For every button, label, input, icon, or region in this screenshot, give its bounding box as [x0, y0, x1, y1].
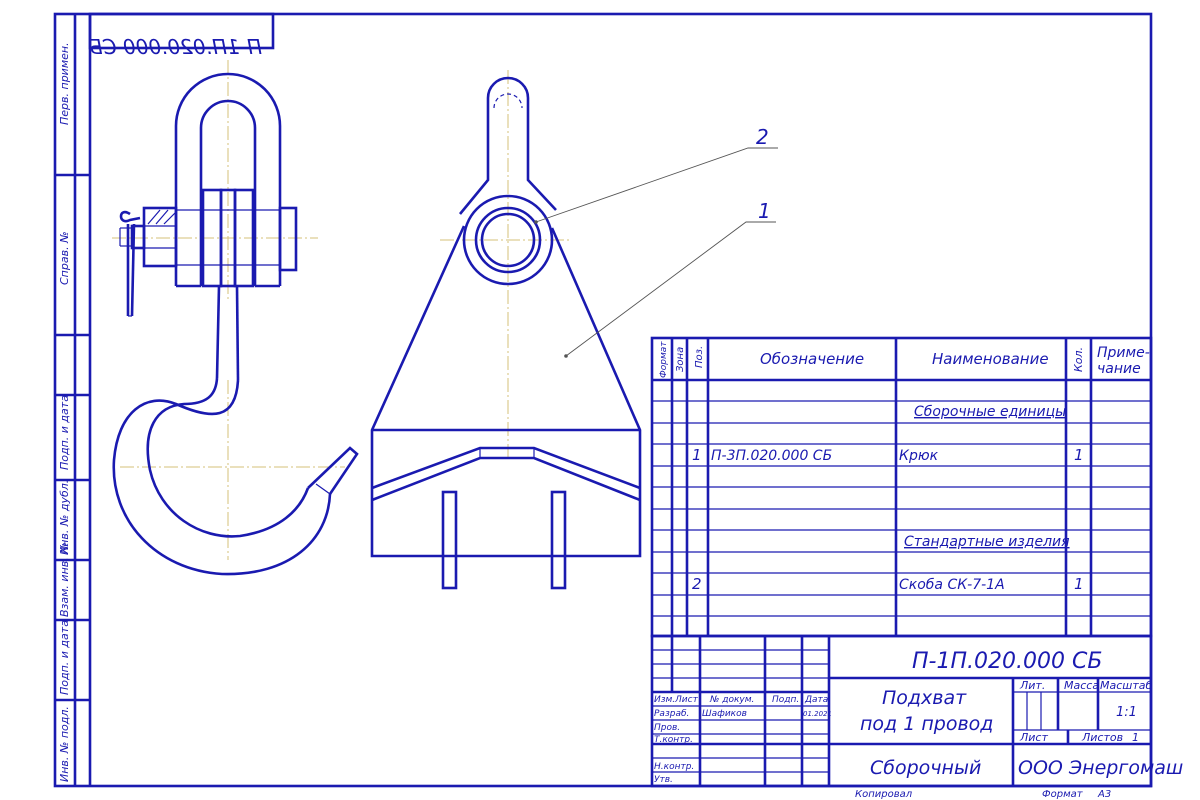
- row1-name: Крюк: [899, 448, 939, 464]
- header-format: Формат: [659, 341, 669, 378]
- tb-prov: Пров.: [654, 723, 680, 733]
- callout-1: 1: [758, 199, 771, 223]
- header-pos: Поз.: [694, 346, 705, 368]
- footer-format-label: Формат: [1042, 789, 1084, 800]
- spec-table: Формат Зона Поз. Обозначение Наименовани…: [650, 336, 1153, 638]
- mirrored-designation-box: П-1П.020.000 СБ: [88, 12, 275, 59]
- header-designation: Обозначение: [760, 350, 864, 368]
- tb-razrab: Разраб.: [654, 709, 689, 719]
- tb-massa: Масса: [1064, 679, 1099, 692]
- header-zone: Зона: [675, 347, 686, 372]
- tb-razrab-date: 01.2021: [803, 710, 832, 718]
- title-designation: П-1П.020.000 СБ: [912, 649, 1102, 674]
- side-label-podp-data-2: Подп. и дата: [58, 620, 71, 695]
- tb-listov-value: 1: [1132, 731, 1139, 744]
- tb-sign: Подп.: [772, 695, 799, 705]
- section-standard-items: Стандартные изделия: [904, 534, 1070, 550]
- tb-masshtab: Масштаб: [1100, 679, 1152, 692]
- side-label-sprav-no: Справ. №: [58, 231, 71, 285]
- side-label-vzam-inv: Взам. инв. №: [58, 542, 71, 617]
- hook-assembly-view: [112, 60, 359, 576]
- tb-company: ООО Энергомаш: [1018, 757, 1183, 779]
- row1-designation: П-3П.020.000 СБ: [711, 448, 832, 464]
- footer-format-value: А3: [1097, 789, 1111, 800]
- tb-date: Дата: [804, 695, 828, 705]
- mirrored-designation-text: П-1П.020.000 СБ: [89, 35, 262, 59]
- callouts: 2 1: [534, 125, 778, 358]
- header-note-2: чание: [1097, 361, 1141, 377]
- tb-list-label: Лист: [1019, 731, 1048, 744]
- tb-title-line1: Подхват: [882, 687, 967, 709]
- header-qty: Кол.: [1072, 347, 1085, 372]
- tb-izm: Изм.: [654, 695, 675, 705]
- bracket-view: [370, 70, 642, 590]
- tb-utv: Утв.: [654, 775, 673, 785]
- header-note-1: Приме-: [1097, 345, 1150, 361]
- header-name: Наименование: [932, 350, 1049, 368]
- callout-2: 2: [756, 125, 769, 149]
- section-assembly-units: Сборочные единицы: [914, 404, 1066, 420]
- side-label-inv-dubl: Инв. № дубл.: [58, 480, 71, 555]
- footer-kopiroval: Копировал: [855, 789, 913, 800]
- side-label-inv-podl: Инв. № подл.: [58, 706, 71, 782]
- row2-qty: 1: [1074, 575, 1084, 593]
- tb-list: Лист: [674, 695, 699, 705]
- tb-doc-type: Сборочный: [870, 757, 981, 779]
- row1-pos: 1: [692, 446, 702, 464]
- tb-scale-value: 1:1: [1116, 705, 1137, 720]
- tb-lit: Лит.: [1019, 679, 1045, 692]
- tb-title-line2: под 1 провод: [860, 713, 993, 735]
- row1-qty: 1: [1074, 446, 1084, 464]
- side-strip: Перв. примен. Справ. № Подп. и дата Инв.…: [55, 14, 90, 786]
- title-block: П-1П.020.000 СБ Изм. Лист № докум. Подп.…: [650, 634, 1183, 788]
- row2-name: Скоба СК-7-1А: [899, 577, 1005, 593]
- tb-doc: № докум.: [709, 695, 754, 705]
- side-label-podp-data-1: Подп. и дата: [58, 395, 71, 470]
- tb-listov-label: Листов: [1081, 731, 1123, 744]
- tb-razrab-name: Шафиков: [702, 709, 747, 719]
- row2-pos: 2: [692, 575, 702, 593]
- side-label-perv-primen: Перв. примен.: [58, 42, 71, 125]
- tb-tkontr: Т.контр.: [654, 735, 693, 745]
- tb-nkontr: Н.контр.: [654, 762, 694, 772]
